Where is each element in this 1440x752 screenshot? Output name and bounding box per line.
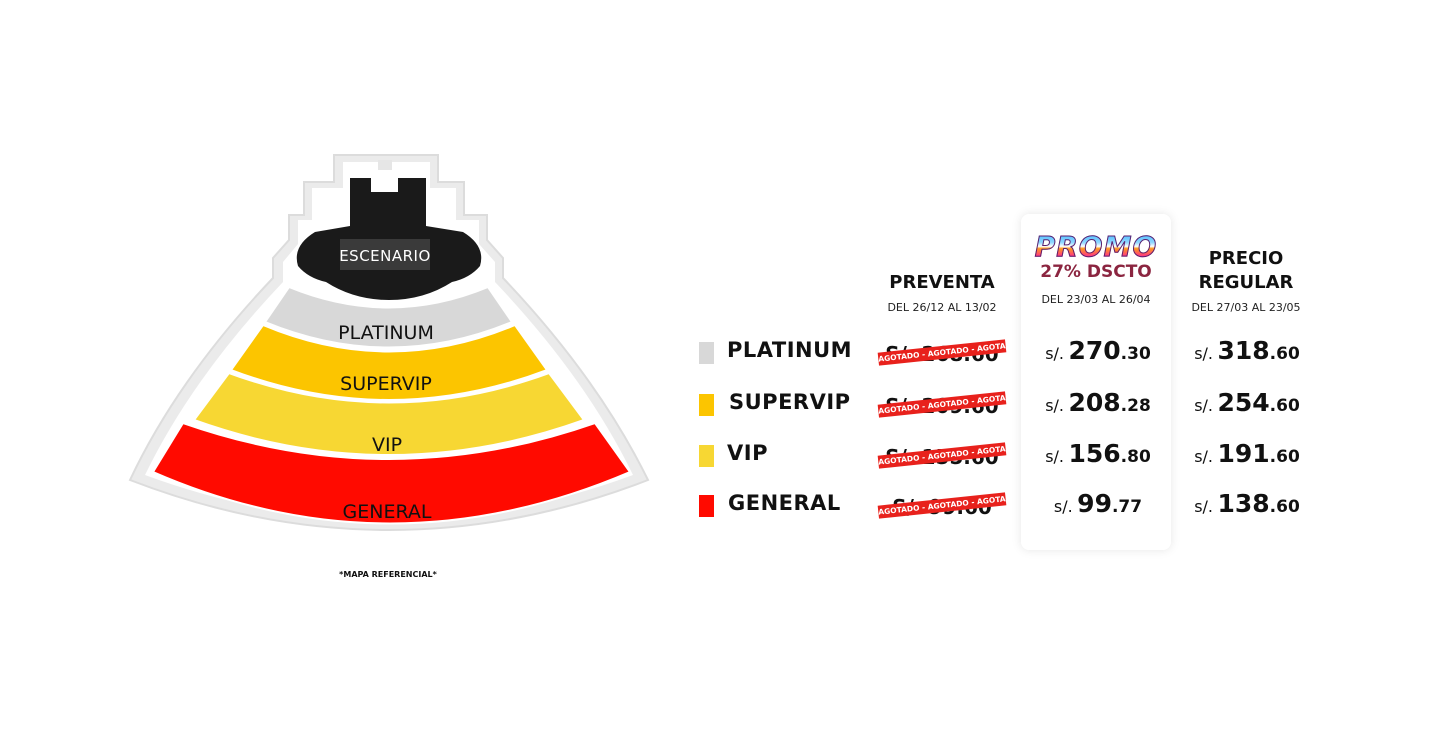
- zone-label-platinum: PLATINUM: [338, 322, 434, 344]
- tier-color-swatch: [699, 445, 714, 467]
- zone-label-supervip: SUPERVIP: [340, 373, 432, 395]
- preventa-header: PREVENTA DEL 26/12 AL 13/02: [872, 271, 1012, 314]
- price-row: GENERAL S/. 99.60 AGOTADO - AGOTADO - AG…: [0, 485, 1440, 525]
- preventa-dates: DEL 26/12 AL 13/02: [887, 301, 997, 314]
- zone-label-vip: VIP: [372, 434, 402, 456]
- regular-dates: DEL 27/03 AL 23/05: [1191, 301, 1301, 314]
- tier-name: SUPERVIP: [729, 390, 851, 414]
- zone-platinum[interactable]: [263, 285, 514, 349]
- tier-name: PLATINUM: [727, 338, 853, 362]
- promo-dates: DEL 23/03 AL 26/04: [1041, 293, 1151, 306]
- promo-header: PROMO 27% DSCTO DEL 23/03 AL 26/04: [1026, 231, 1166, 306]
- tier-name: GENERAL: [728, 491, 841, 515]
- tier-color-swatch: [699, 342, 714, 364]
- regular-header: PRECIO REGULAR DEL 27/03 AL 23/05: [1176, 247, 1316, 314]
- promo-price: s/. 208.28: [1045, 388, 1151, 417]
- regular-price: s/. 138.60: [1194, 489, 1300, 518]
- tier-name: VIP: [727, 441, 768, 465]
- zone-general[interactable]: [151, 421, 632, 525]
- tier-color-swatch: [699, 394, 714, 416]
- seat-map: ESCENARIO PLATINUM SUPERVIP VIP GENERAL: [128, 154, 650, 531]
- regular-price: s/. 191.60: [1194, 439, 1300, 468]
- preventa-price-sold-out: S/. 99.60 AGOTADO - AGOTADO - AGOTADO: [877, 492, 1007, 521]
- tier-color-swatch: [699, 495, 714, 517]
- promo-price: s/. 99.77: [1053, 489, 1143, 518]
- zone-label-general: GENERAL: [343, 501, 432, 523]
- regular-price: s/. 254.60: [1194, 388, 1300, 417]
- price-row: VIP S/. 155.60 AGOTADO - AGOTADO - AGOTA…: [0, 435, 1440, 475]
- price-row: PLATINUM S/. 268.60 AGOTADO - AGOTADO - …: [0, 332, 1440, 372]
- promo-price: s/. 156.80: [1045, 439, 1151, 468]
- preventa-title: PREVENTA: [889, 272, 995, 293]
- stage-label-box: [340, 239, 430, 270]
- regular-price: s/. 318.60: [1194, 336, 1300, 365]
- regular-title-line1: PRECIO: [1208, 248, 1284, 269]
- stage-label: ESCENARIO: [339, 247, 431, 265]
- promo-logo: PROMO: [1026, 231, 1166, 262]
- promo-price: s/. 270.30: [1045, 336, 1151, 365]
- zone-vip[interactable]: [192, 371, 586, 456]
- promo-discount: 27% DSCTO: [1040, 262, 1152, 282]
- preventa-price-sold-out: S/. 209.60 AGOTADO - AGOTADO - AGOTADO: [877, 391, 1007, 420]
- promo-column-highlight: [1021, 214, 1171, 550]
- price-row: SUPERVIP S/. 209.60 AGOTADO - AGOTADO - …: [0, 384, 1440, 424]
- zone-supervip[interactable]: [229, 323, 549, 401]
- map-note: *MAPA REFERENCIAL*: [339, 570, 437, 579]
- regular-title-line2: REGULAR: [1198, 272, 1294, 293]
- preventa-price-sold-out: S/. 155.60 AGOTADO - AGOTADO - AGOTADO: [877, 442, 1007, 471]
- preventa-price-sold-out: S/. 268.60 AGOTADO - AGOTADO - AGOTADO: [877, 339, 1007, 368]
